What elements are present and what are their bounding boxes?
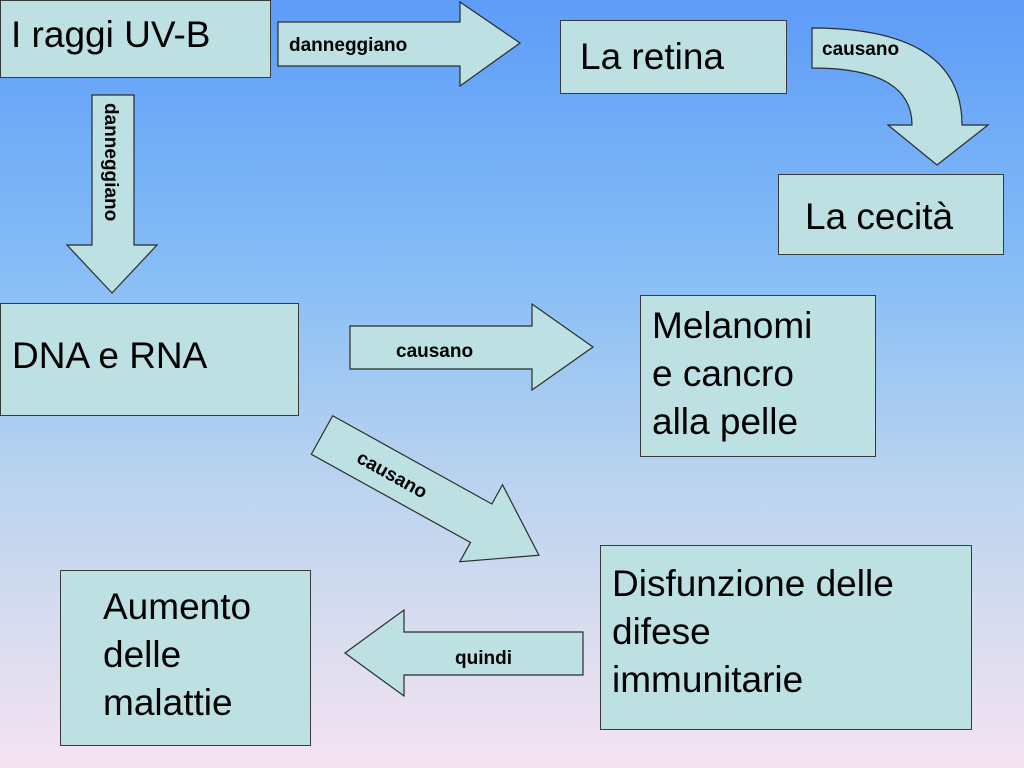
node-dna-label: DNA e RNA — [12, 335, 208, 376]
node-dna: DNA e RNA — [0, 303, 299, 416]
node-retina-label: La retina — [580, 36, 724, 77]
node-uvb-label: I raggi UV-B — [11, 14, 211, 55]
node-aumento-label: Aumento delle malattie — [103, 586, 252, 724]
arrow-label-retina-cecita: causano — [822, 39, 899, 60]
arrow-label-disfunzione-aumento: quindi — [455, 648, 512, 669]
arrow-dna-to-disfunzione: causano — [310, 414, 540, 563]
arrow-dna-to-melanomi: causano — [349, 302, 595, 392]
arrow-label-dna-melanomi: causano — [396, 341, 473, 362]
arrow-uvb-to-retina: danneggiano — [277, 0, 522, 88]
arrow-label-uvb-retina: danneggiano — [289, 35, 407, 56]
arrow-uvb-to-dna: danneggiano — [65, 94, 159, 294]
node-disfunzione-label: Disfunzione delle difese immunitarie — [612, 563, 894, 701]
arrow-label-uvb-dna: danneggiano — [100, 103, 121, 221]
arrow-disfunzione-to-aumento: quindi — [343, 608, 584, 698]
arrow-retina-to-cecita: causano — [811, 27, 990, 166]
node-retina: La retina — [560, 20, 787, 94]
node-uvb: I raggi UV-B — [0, 0, 271, 78]
node-aumento: Aumento delle malattie — [60, 570, 311, 746]
node-disfunzione: Disfunzione delle difese immunitarie — [600, 545, 972, 730]
node-cecita-label: La cecità — [805, 196, 954, 237]
node-cecita: La cecità — [778, 174, 1004, 255]
node-melanomi-label: Melanomi e cancro alla pelle — [652, 305, 813, 443]
node-melanomi: Melanomi e cancro alla pelle — [640, 295, 876, 457]
